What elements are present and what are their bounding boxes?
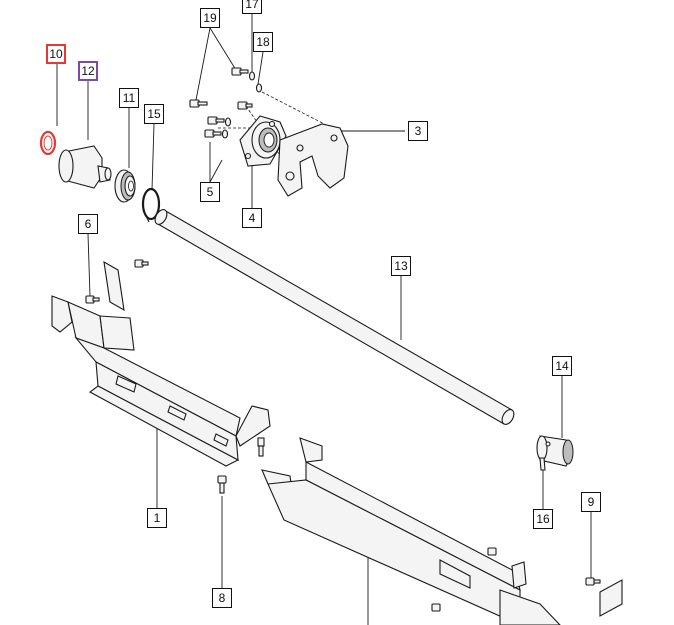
- part-14-bushing: [536, 435, 574, 467]
- callout-12[interactable]: 12: [78, 61, 98, 81]
- part-6-screws: [85, 259, 149, 304]
- part-8-screw: [217, 475, 227, 494]
- part-1-frame: [51, 260, 271, 467]
- part-4-flange-bearing: [239, 115, 287, 167]
- callout-4[interactable]: 4: [242, 208, 262, 228]
- callout-1[interactable]: 1: [147, 508, 167, 528]
- lower-frame: [261, 437, 623, 625]
- callout-18[interactable]: 18: [253, 32, 273, 52]
- part-10-seal-ring: [39, 130, 57, 156]
- callout-14[interactable]: 14: [552, 356, 572, 376]
- callout-8[interactable]: 8: [212, 588, 232, 608]
- callout-17[interactable]: 17: [242, 0, 262, 14]
- leader-lines: [56, 14, 592, 625]
- part-15-snap-ring: [141, 187, 161, 223]
- callout-13[interactable]: 13: [391, 256, 411, 276]
- callout-5[interactable]: 5: [200, 182, 220, 202]
- part-16-pin: [539, 457, 546, 471]
- part-3-bracket: [277, 123, 349, 197]
- callout-19[interactable]: 19: [200, 8, 220, 28]
- part-12-roller: [58, 145, 112, 189]
- part-11-bearing: [114, 169, 136, 203]
- callout-10[interactable]: 10: [46, 44, 66, 64]
- callout-3[interactable]: 3: [408, 121, 428, 141]
- callout-6[interactable]: 6: [78, 214, 98, 234]
- callout-9[interactable]: 9: [581, 492, 601, 512]
- screws-group-top: [189, 67, 263, 139]
- callout-15[interactable]: 15: [144, 104, 164, 124]
- callout-11[interactable]: 11: [119, 88, 139, 108]
- part-13-shaft: [154, 209, 515, 425]
- callout-16[interactable]: 16: [533, 509, 553, 529]
